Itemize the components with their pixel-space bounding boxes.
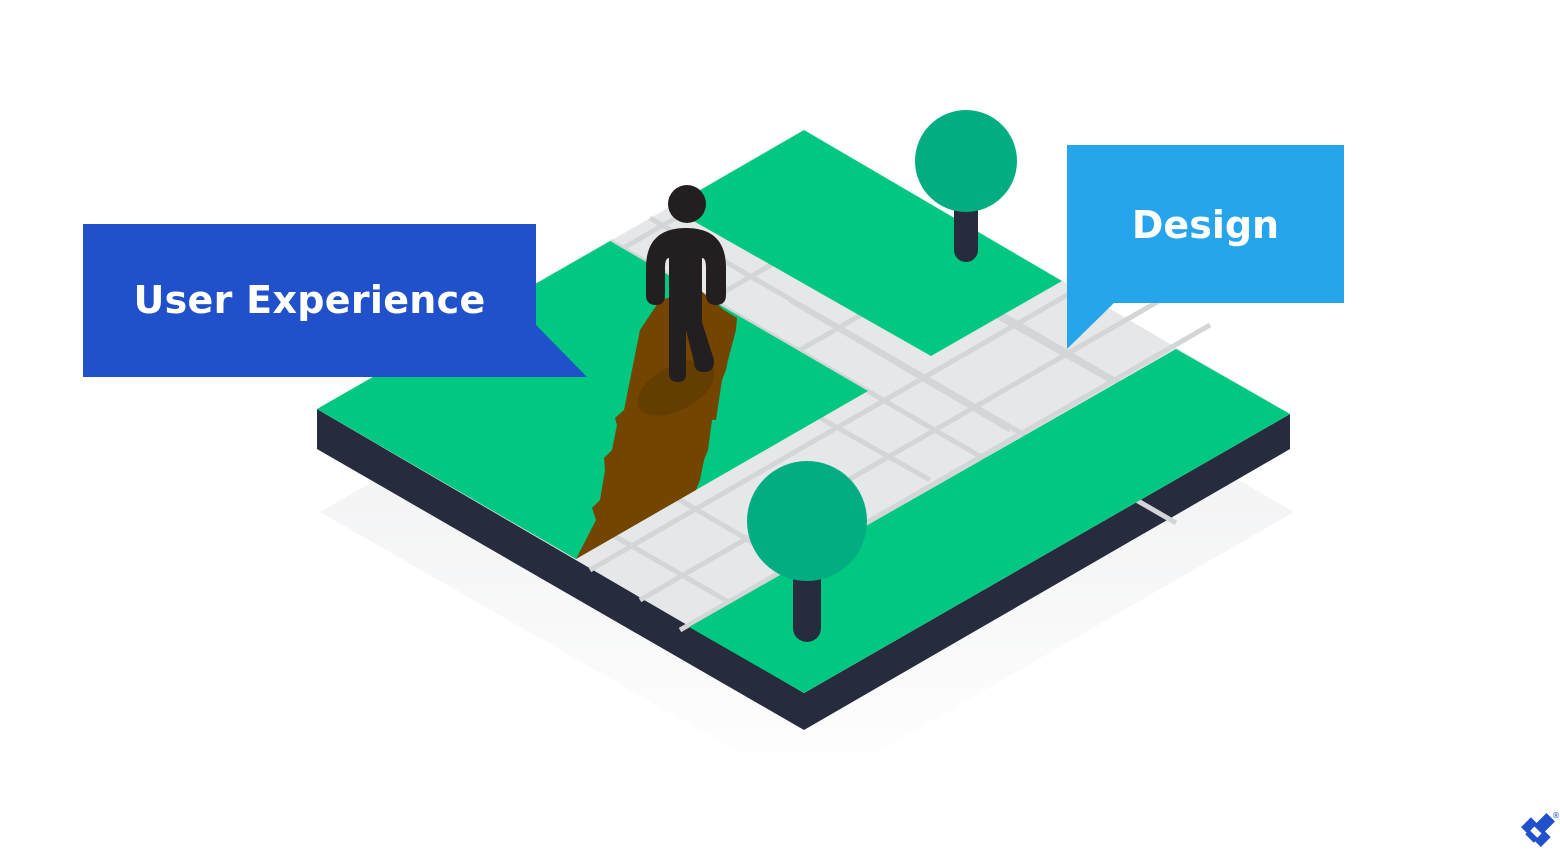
toptal-logo-icon: ®: [1521, 811, 1560, 847]
user-experience-callout: [83, 224, 587, 377]
design-label: Design: [1131, 203, 1280, 247]
dirt-shadow: [637, 360, 715, 416]
platform-sides: [317, 409, 1290, 730]
tree-top: [915, 110, 1017, 262]
tree-bottom: [747, 461, 867, 642]
design-callout: [1067, 145, 1344, 349]
person-head: [668, 185, 706, 223]
svg-text:®: ®: [1552, 811, 1560, 820]
tree-crown: [915, 110, 1017, 212]
grass-bottom-right: [689, 349, 1290, 693]
person-figure: [646, 185, 726, 382]
user-experience-label: User Experience: [133, 278, 486, 322]
person-torso: [646, 228, 726, 382]
tree-crown: [747, 461, 867, 581]
grass-top: [690, 130, 1062, 356]
